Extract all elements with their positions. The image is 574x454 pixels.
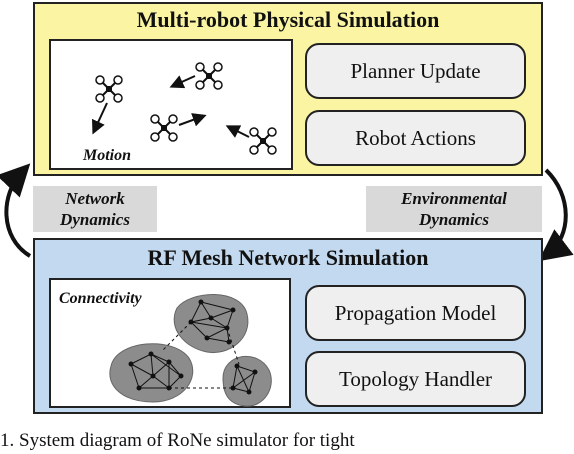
- propagation-model-module: Propagation Model: [305, 285, 526, 341]
- cluster-top: [173, 294, 249, 354]
- connectivity-label: Connectivity: [59, 290, 142, 307]
- physical-simulation-panel: Multi-robot Physical Simulation: [33, 2, 543, 176]
- physical-simulation-title: Multi-robot Physical Simulation: [136, 7, 440, 32]
- motion-arrow-4: [225, 125, 250, 138]
- motion-label: Motion: [83, 147, 132, 164]
- motion-arrow-2: [169, 75, 196, 89]
- network-dynamics-label: Network Dynamics: [33, 186, 157, 232]
- cluster-right: [222, 355, 272, 407]
- environmental-dynamics-label: Environmental Dynamics: [366, 186, 542, 232]
- drone-motion-illustration: [91, 62, 277, 155]
- motion-arrow-1: [91, 102, 108, 135]
- drone-icon-2: [195, 62, 223, 90]
- mesh-connectivity-illustration: [109, 294, 272, 407]
- motion-arrow-3: [178, 113, 207, 127]
- planner-update-module: Planner Update: [305, 43, 526, 99]
- network-simulation-title: RF Mesh Network Simulation: [147, 245, 429, 270]
- drone-icon-4: [249, 127, 277, 155]
- robot-actions-module: Robot Actions: [305, 110, 526, 166]
- motion-inset: Motion: [49, 39, 293, 170]
- drone-icon-1: [95, 75, 123, 103]
- drone-icon-3: [150, 114, 178, 142]
- cluster-left: [109, 343, 194, 403]
- left-feedback-arrow: [0, 163, 32, 258]
- figure-caption: 1. System diagram of RoNe simulator for …: [0, 430, 355, 451]
- network-simulation-panel: RF Mesh Network Simulation: [33, 238, 543, 414]
- topology-handler-module: Topology Handler: [305, 351, 526, 407]
- connectivity-inset: Connectivity: [49, 278, 291, 408]
- right-feedback-arrow: [538, 168, 574, 262]
